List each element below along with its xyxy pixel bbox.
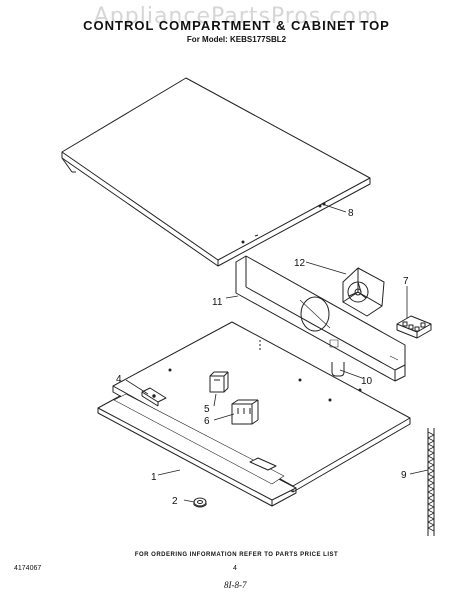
model-subtitle: For Model: KEBS177SBL2 bbox=[186, 35, 287, 44]
callout-7: 7 bbox=[403, 276, 409, 287]
page-number: 4 bbox=[233, 565, 237, 572]
control-back-plate bbox=[235, 255, 406, 382]
handwritten-date-mark: 8I-8-7 bbox=[224, 580, 247, 590]
wire-harness bbox=[427, 428, 435, 536]
callout-12: 12 bbox=[294, 258, 306, 269]
front-trim-strip bbox=[97, 393, 297, 507]
callout-5: 5 bbox=[204, 404, 210, 415]
terminal-block bbox=[396, 315, 432, 339]
callout-2: 2 bbox=[172, 496, 178, 507]
ordering-note: FOR ORDERING INFORMATION REFER TO PARTS … bbox=[134, 552, 339, 558]
cooling-fan bbox=[342, 267, 385, 317]
watermark: AppliancePartsPros.com bbox=[93, 4, 380, 29]
callout-8: 9 bbox=[401, 470, 407, 481]
callout-10: 10 bbox=[361, 376, 373, 387]
callout-9: 8 bbox=[348, 208, 354, 219]
relay bbox=[209, 371, 229, 393]
leader-lines bbox=[125, 203, 429, 503]
callout-1: 1 bbox=[151, 472, 157, 483]
callout-4: 4 bbox=[116, 374, 122, 385]
switch-block bbox=[231, 399, 259, 425]
callout-11: 11 bbox=[212, 297, 223, 308]
grommet bbox=[193, 497, 207, 508]
callout-6: 6 bbox=[204, 416, 210, 427]
base-label-plate bbox=[249, 457, 277, 471]
document-number: 4174067 bbox=[14, 565, 42, 572]
bracket bbox=[141, 387, 167, 407]
page-title: CONTROL COMPARTMENT & CABINET TOP bbox=[83, 18, 390, 33]
cabinet-top-panel bbox=[61, 77, 371, 267]
wire-clip bbox=[331, 362, 345, 377]
